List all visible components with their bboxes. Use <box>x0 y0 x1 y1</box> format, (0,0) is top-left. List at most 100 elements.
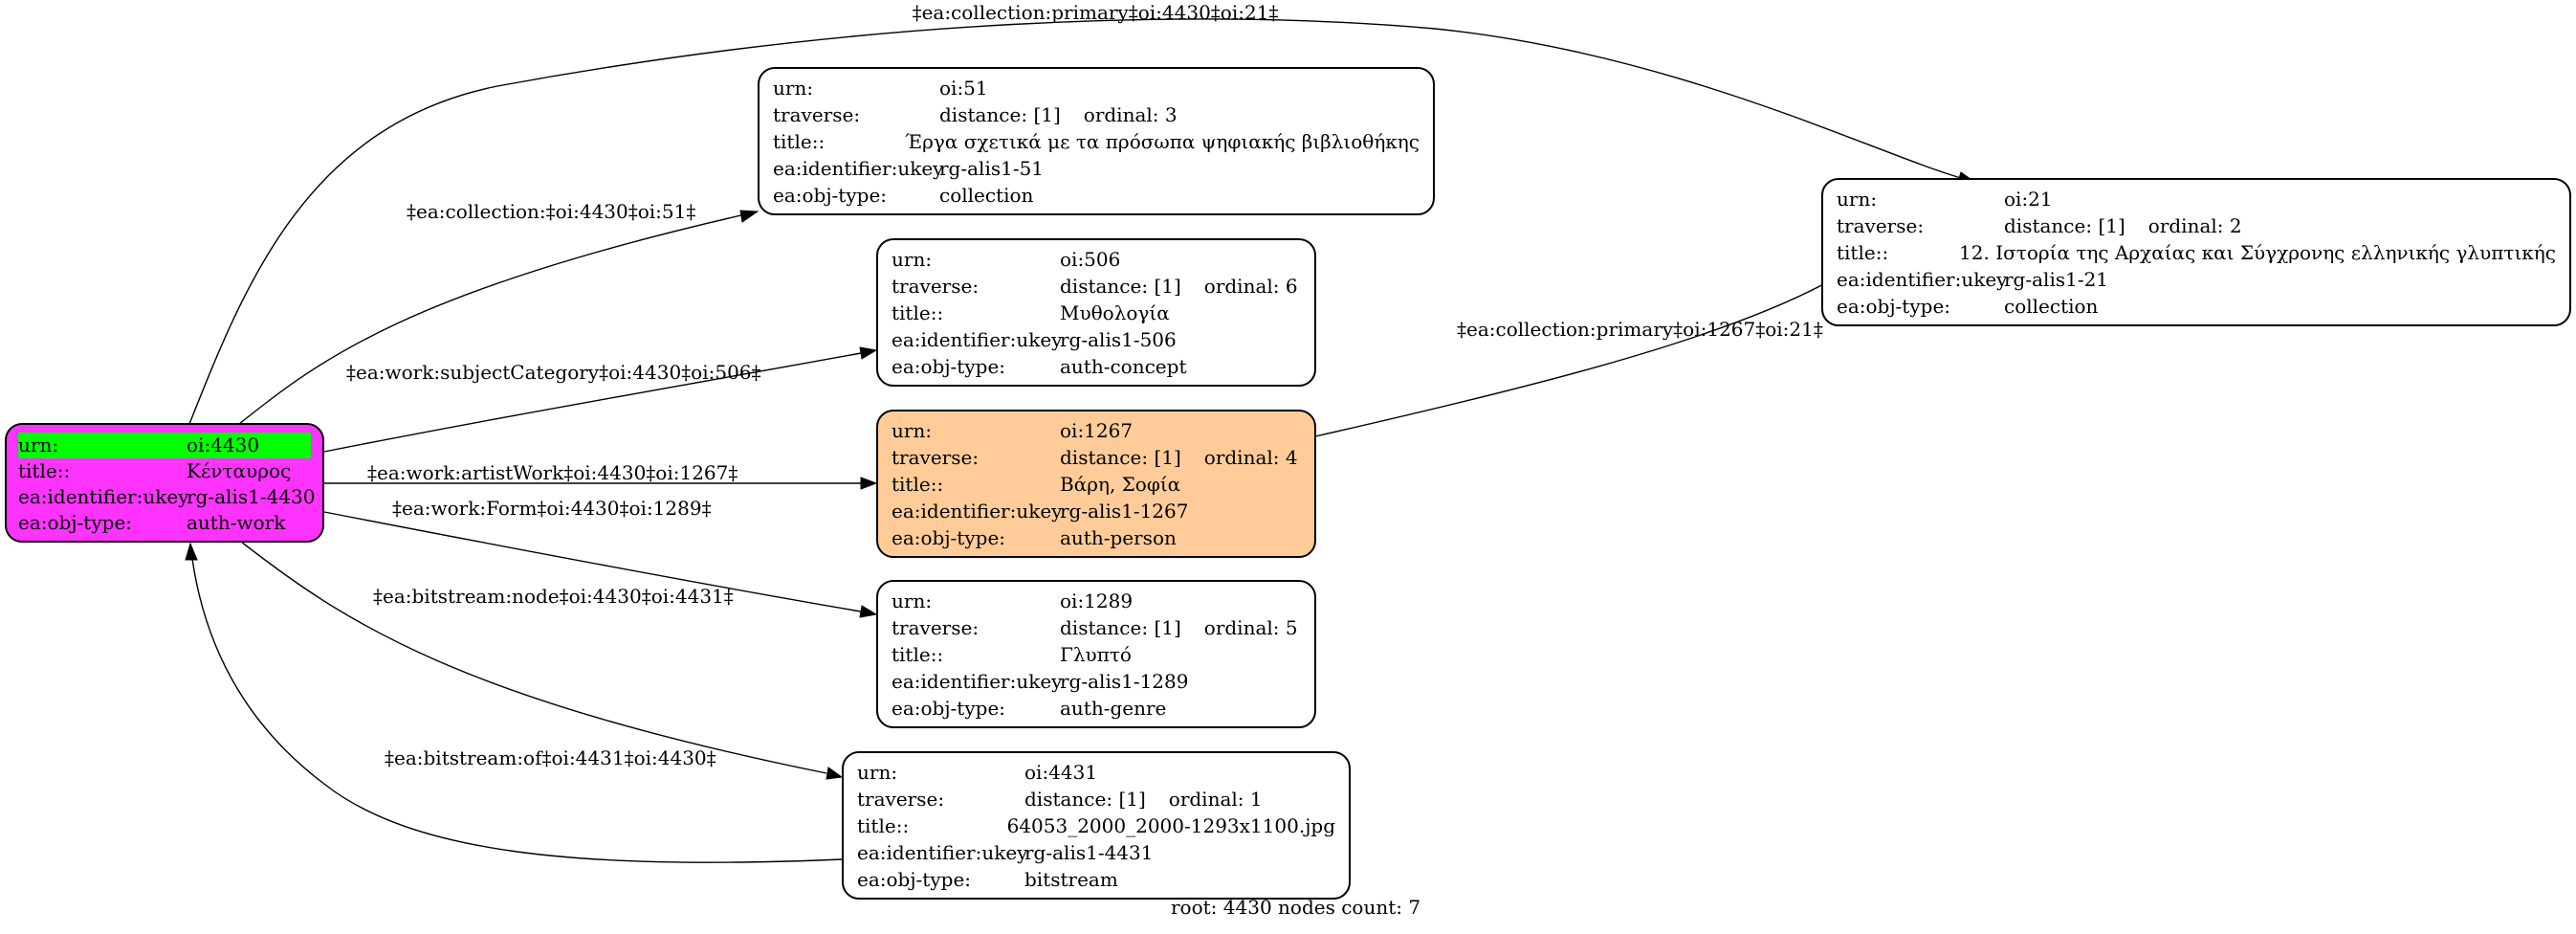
node-key: traverse: <box>892 446 980 469</box>
node-value: distance: [1] <box>2004 214 2125 237</box>
node-value: Κένταυρος <box>187 459 292 482</box>
node-key: title:: <box>892 643 944 666</box>
node-value: rg-alis1-1289 <box>1060 670 1189 693</box>
node-key: ea:obj-type: <box>18 511 133 534</box>
node-value: distance: [1] <box>939 103 1061 126</box>
node-value: bitstream <box>1024 868 1118 891</box>
node-value: ordinal: 2 <box>2147 214 2242 237</box>
graph-node[interactable]: urn: oi:21 traverse: distance: [1] ordinal:… <box>1821 178 2571 326</box>
node-key: title:: <box>892 473 944 496</box>
edge-node-4430-4431 <box>240 541 827 774</box>
node-key: traverse: <box>1837 214 1925 237</box>
node-value: rg-alis1-4431 <box>1024 841 1154 864</box>
graph-node-root[interactable]: urn: oi:4430 title:: Κένταυρος ea:identi… <box>5 423 324 543</box>
node-key: urn: <box>773 77 814 100</box>
node-key: traverse: <box>892 275 980 298</box>
node-value: distance: [1] <box>1024 788 1146 811</box>
node-key: ea:identifier:ukey <box>773 157 944 180</box>
edge-label: ‡ea:collection:primary‡oi:4430‡oi:21‡ <box>913 1 1279 24</box>
urn-row-highlight: urn: oi:4430 <box>18 433 311 458</box>
node-value: auth-work <box>187 511 286 534</box>
edge-label: ‡ea:work:subjectCategory‡oi:4430‡oi:506‡ <box>346 361 761 384</box>
node-key: ea:identifier:ukey <box>892 670 1063 693</box>
node-key: ea:obj-type: <box>892 697 1006 720</box>
node-value: distance: [1] <box>1060 275 1181 298</box>
edge-form-4430-1289 <box>323 511 862 612</box>
node-key: urn: <box>892 419 933 442</box>
node-value: ordinal: 4 <box>1203 446 1298 469</box>
edge-arrowhead <box>859 346 878 360</box>
edge-collection-4430-51 <box>238 211 755 425</box>
node-key: traverse: <box>857 788 945 811</box>
node-key: ea:obj-type: <box>892 526 1006 549</box>
node-key: ea:obj-type: <box>892 355 1006 378</box>
node-key: ea:obj-type: <box>1837 295 1951 318</box>
node-value: oi:4430 <box>187 434 260 456</box>
edge-collection-primary-4430-21 <box>188 18 1962 425</box>
node-value: Βάρη, Σοφία <box>1060 473 1181 496</box>
edge-label: ‡ea:collection:‡oi:4430‡oi:51‡ <box>407 200 695 223</box>
graph-footer: root: 4430 nodes count: 7 <box>1171 896 1421 919</box>
node-key: ea:identifier:ukey <box>857 841 1028 864</box>
edge-collection-primary-1267-21 <box>1314 280 1830 437</box>
graph-node[interactable]: urn: oi:51 traverse: distance: [1] ordinal:… <box>758 67 1435 215</box>
node-key: title:: <box>773 130 826 153</box>
node-value: ordinal: 6 <box>1203 275 1298 298</box>
node-key: title:: <box>1837 241 1889 264</box>
node-value: oi:1267 <box>1060 419 1134 442</box>
node-value: ordinal: 5 <box>1203 616 1298 639</box>
node-key: title:: <box>857 814 910 837</box>
edge-arrowhead <box>859 605 878 618</box>
node-value: rg-alis1-51 <box>939 157 1045 180</box>
node-value: oi:51 <box>939 77 988 100</box>
node-key: ea:obj-type: <box>773 184 888 207</box>
edge-label: ‡ea:bitstream:node‡oi:4430‡oi:4431‡ <box>373 585 734 608</box>
node-key: urn: <box>857 761 898 784</box>
node-value: auth-genre <box>1060 697 1167 720</box>
node-value: rg-alis1-21 <box>2004 268 2109 291</box>
node-key: ea:obj-type: <box>857 868 972 891</box>
graph-node[interactable]: urn: oi:1289 traverse: distance: [1] ordina… <box>876 580 1316 728</box>
node-value: auth-concept <box>1060 355 1187 378</box>
edge-label: ‡ea:work:Form‡oi:4430‡oi:1289‡ <box>392 497 712 520</box>
node-value: collection <box>2004 295 2099 318</box>
node-value: Μυθολογία <box>1060 301 1170 324</box>
edge-arrowhead <box>185 542 198 561</box>
edge-arrowhead <box>739 210 760 223</box>
node-value: collection <box>939 184 1034 207</box>
graph-node[interactable]: urn: oi:4431 traverse: distance: [1] ordina… <box>842 751 1351 900</box>
node-key: ea:identifier:ukey <box>18 485 189 508</box>
node-key: ea:identifier:ukey <box>892 500 1063 523</box>
node-key: ea:identifier:ukey <box>1837 268 2008 291</box>
edge-label: ‡ea:bitstream:of‡oi:4431‡oi:4430‡ <box>385 746 716 769</box>
node-value: rg-alis1-4430 <box>187 485 316 508</box>
node-value: rg-alis1-506 <box>1060 328 1177 351</box>
node-key: urn: <box>892 248 933 271</box>
edge-arrowhead <box>826 767 844 780</box>
node-value: ordinal: 3 <box>1083 103 1178 126</box>
node-value: distance: [1] <box>1060 446 1181 469</box>
node-value: auth-person <box>1060 526 1177 549</box>
node-key: title:: <box>892 301 944 324</box>
node-value: Γλυπτό <box>1060 643 1132 666</box>
edge-of-4431-4430 <box>191 558 843 863</box>
node-value: ordinal: 1 <box>1168 788 1263 811</box>
node-key: traverse: <box>773 103 861 126</box>
node-value: oi:4431 <box>1024 761 1098 784</box>
node-key: traverse: <box>892 616 980 639</box>
node-key: title:: <box>18 459 71 482</box>
node-value: oi:21 <box>2004 188 2053 211</box>
node-value: distance: [1] <box>1060 616 1181 639</box>
graph-node[interactable]: urn: oi:1267 traverse: distance: [1] ordina… <box>876 410 1316 558</box>
node-value: rg-alis1-1267 <box>1060 500 1189 523</box>
graph-node[interactable]: urn: oi:506 traverse: distance: [1] ordinal… <box>876 238 1316 387</box>
node-value: Έργα σχετικά με τα πρόσωπα ψηφιακής βιβλ… <box>905 130 1420 153</box>
node-key: urn: <box>892 589 933 612</box>
edge-label: ‡ea:collection:primary‡oi:1267‡oi:21‡ <box>1457 318 1823 341</box>
node-key: urn: <box>18 434 59 456</box>
node-value: 12. Ιστορία της Αρχαίας και Σύγχρονης ελ… <box>1959 241 2556 264</box>
node-value: oi:506 <box>1060 248 1121 271</box>
node-value: oi:1289 <box>1060 589 1134 612</box>
node-key: urn: <box>1837 188 1878 211</box>
